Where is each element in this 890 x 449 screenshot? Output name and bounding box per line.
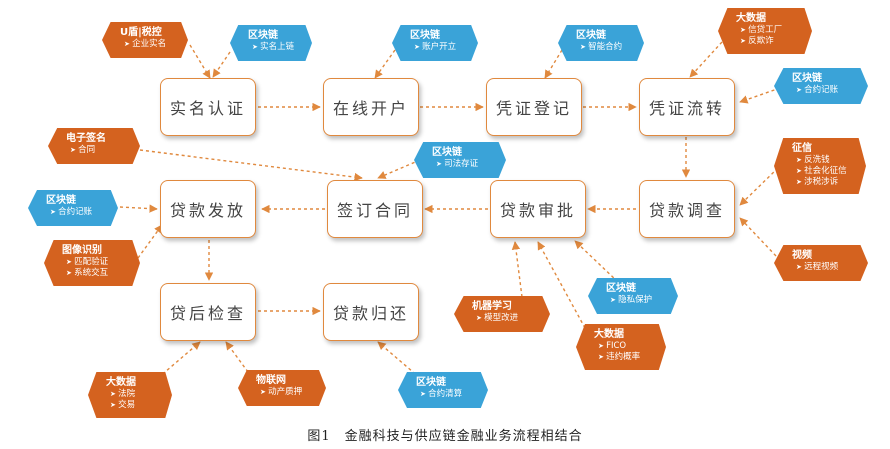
stage-real-name-auth: 实名认证 bbox=[160, 78, 256, 136]
tag-udun: U盾|税控 企业实名 bbox=[102, 22, 188, 58]
tag-machine-learning: 机器学习 模型改进 bbox=[454, 296, 550, 332]
tag-connector bbox=[739, 87, 781, 104]
tag-connector bbox=[377, 159, 421, 179]
tag-connector bbox=[139, 149, 363, 182]
tag-image-recognition: 图像识别 匹配验证 系统交互 bbox=[44, 240, 140, 286]
figure-caption: 图1 金融科技与供应链金融业务流程相结合 bbox=[307, 429, 583, 444]
stage-online-account: 在线开户 bbox=[323, 78, 419, 136]
tag-connector bbox=[739, 167, 779, 206]
tag-connector bbox=[212, 51, 231, 78]
tag-connector bbox=[689, 41, 723, 78]
stage-loan-repayment: 贷款归还 bbox=[323, 283, 419, 341]
tag-bigdata-credit-factory: 大数据 信贷工厂 反欺诈 bbox=[718, 8, 812, 54]
tag-connector bbox=[225, 341, 249, 373]
tag-blockchain-realname: 区块链 实名上链 bbox=[230, 25, 312, 61]
tag-bigdata-court: 大数据 法院 交易 bbox=[88, 372, 172, 418]
tag-blockchain-ledger-2: 区块链 合约记账 bbox=[28, 190, 118, 226]
tag-connector bbox=[137, 224, 163, 259]
tag-blockchain-ledger-1: 区块链 合约记账 bbox=[774, 68, 868, 104]
tag-blockchain-smart-contract: 区块链 智能合约 bbox=[558, 25, 644, 61]
tag-bigdata-fico: 大数据 FICO 违约概率 bbox=[576, 324, 666, 370]
tag-connector bbox=[544, 49, 563, 79]
tag-connector bbox=[574, 240, 619, 283]
stage-sign-contract: 签订合同 bbox=[327, 180, 423, 238]
connector-layer bbox=[119, 41, 781, 379]
tag-connector bbox=[739, 217, 777, 257]
tag-connector bbox=[189, 44, 211, 79]
tag-connector bbox=[511, 241, 523, 298]
flow-diagram: 实名认证 在线开户 凭证登记 凭证流转 贷款发放 签订合同 贷款审批 贷款调查 … bbox=[0, 0, 890, 420]
tag-blockchain-privacy: 区块链 隐私保护 bbox=[588, 278, 678, 314]
tag-connector bbox=[119, 204, 158, 213]
stage-voucher-registration: 凭证登记 bbox=[486, 78, 582, 136]
stage-voucher-circulation: 凭证流转 bbox=[639, 78, 735, 136]
tag-blockchain-account: 区块链 账户开立 bbox=[392, 25, 478, 61]
stage-loan-approval: 贷款审批 bbox=[490, 180, 586, 238]
tag-video: 视频 远程视频 bbox=[774, 245, 868, 281]
tag-blockchain-judicial: 区块链 司法存证 bbox=[414, 142, 506, 178]
tag-connector bbox=[537, 241, 586, 329]
tag-connector bbox=[374, 49, 396, 79]
tag-iot: 物联网 动产质押 bbox=[238, 370, 326, 406]
tag-e-signature: 电子签名 合同 bbox=[48, 128, 140, 164]
stage-loan-investigation: 贷款调查 bbox=[639, 180, 735, 238]
tag-blockchain-clearing: 区块链 合约清算 bbox=[398, 372, 488, 408]
stage-post-loan-check: 贷后检查 bbox=[160, 283, 256, 341]
stage-loan-disbursement: 贷款发放 bbox=[160, 180, 256, 238]
tag-credit-reporting: 征信 反洗钱 社会化征信 涉税涉诉 bbox=[774, 138, 866, 194]
